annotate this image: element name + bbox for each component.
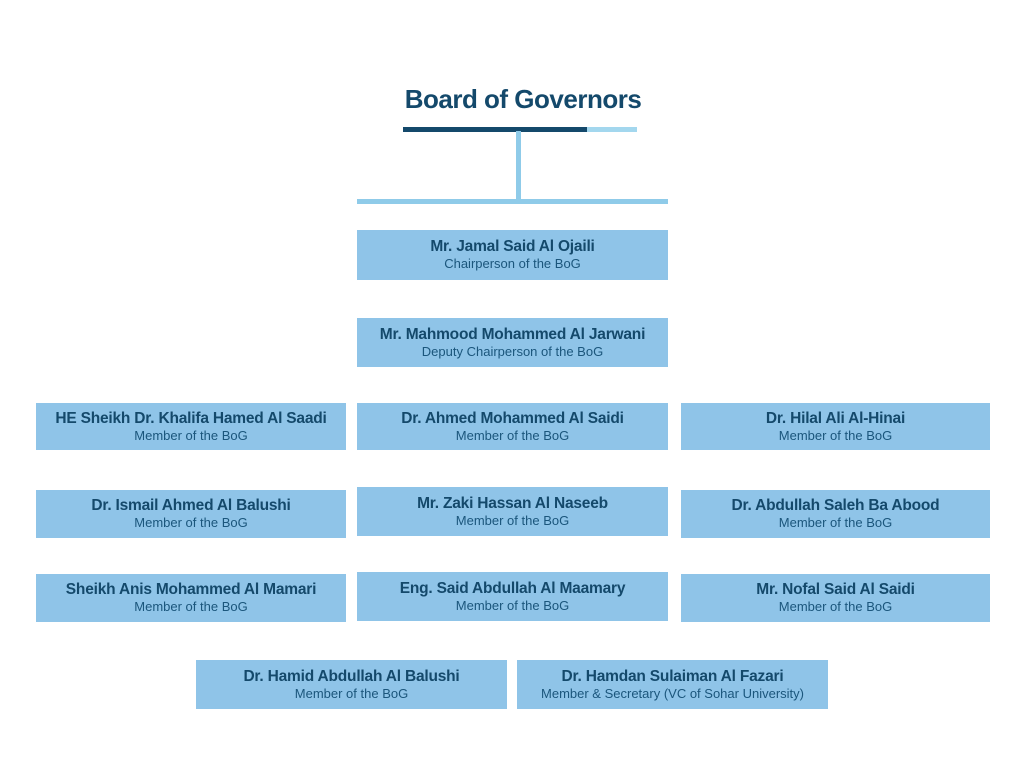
member-name: Dr. Hamdan Sulaiman Al Fazari: [561, 667, 784, 685]
member-name: Sheikh Anis Mohammed Al Mamari: [65, 581, 317, 599]
member-name: Dr. Ismail Ahmed Al Balushi: [91, 497, 291, 515]
vertical-connector-line: [516, 131, 521, 203]
member-name: Eng. Said Abdullah Al Maamary: [399, 579, 626, 597]
member-role: Member of the BoG: [455, 427, 570, 443]
horizontal-connector-line: [357, 199, 668, 204]
member-role: Member of the BoG: [778, 599, 893, 615]
member-name: Dr. Ahmed Mohammed Al Saidi: [401, 409, 624, 427]
member-name: Mr. Jamal Said Al Ojaili: [430, 238, 595, 256]
node-member-hamid-al-balushi: Dr. Hamid Abdullah Al Balushi Member of …: [196, 660, 507, 709]
node-member-ismail-al-balushi: Dr. Ismail Ahmed Al Balushi Member of th…: [36, 490, 346, 538]
node-member-nofal-al-saidi: Mr. Nofal Said Al Saidi Member of the Bo…: [681, 574, 990, 622]
member-role: Chairperson of the BoG: [444, 256, 581, 272]
title-underline-light: [587, 127, 637, 132]
member-role: Member of the BoG: [134, 515, 248, 531]
node-member-zaki-al-naseeb: Mr. Zaki Hassan Al Naseeb Member of the …: [357, 487, 668, 536]
member-name: Mr. Zaki Hassan Al Naseeb: [417, 494, 608, 512]
member-name: Dr. Abdullah Saleh Ba Abood: [731, 497, 940, 515]
node-member-ahmed-al-saidi: Dr. Ahmed Mohammed Al Saidi Member of th…: [357, 403, 668, 450]
member-name: Mr. Nofal Said Al Saidi: [756, 581, 915, 599]
title-underline-dark: [403, 127, 587, 132]
member-name: HE Sheikh Dr. Khalifa Hamed Al Saadi: [55, 409, 327, 427]
member-name: Dr. Hamid Abdullah Al Balushi: [243, 667, 460, 685]
node-member-khalifa-al-saadi: HE Sheikh Dr. Khalifa Hamed Al Saadi Mem…: [36, 403, 346, 450]
node-member-secretary-hamdan-al-fazari: Dr. Hamdan Sulaiman Al Fazari Member & S…: [517, 660, 828, 709]
member-role: Member & Secretary (VC of Sohar Universi…: [541, 685, 804, 701]
member-role: Deputy Chairperson of the BoG: [421, 343, 604, 359]
node-member-anis-al-mamari: Sheikh Anis Mohammed Al Mamari Member of…: [36, 574, 346, 622]
node-member-abdullah-ba-abood: Dr. Abdullah Saleh Ba Abood Member of th…: [681, 490, 990, 538]
chart-title: Board of Governors: [404, 84, 642, 114]
node-member-hilal-al-hinai: Dr. Hilal Ali Al-Hinai Member of the BoG: [681, 403, 990, 450]
member-name: Dr. Hilal Ali Al-Hinai: [765, 409, 906, 427]
node-deputy-chairperson: Mr. Mahmood Mohammed Al Jarwani Deputy C…: [357, 318, 668, 367]
member-role: Member of the BoG: [294, 685, 409, 701]
member-role: Member of the BoG: [455, 597, 570, 613]
node-chairperson: Mr. Jamal Said Al Ojaili Chairperson of …: [357, 230, 668, 280]
member-role: Member of the BoG: [778, 515, 893, 531]
member-role: Member of the BoG: [134, 599, 248, 615]
member-role: Member of the BoG: [778, 427, 893, 443]
member-role: Member of the BoG: [134, 427, 248, 443]
node-member-said-al-maamary: Eng. Said Abdullah Al Maamary Member of …: [357, 572, 668, 621]
member-role: Member of the BoG: [455, 512, 570, 528]
member-name: Mr. Mahmood Mohammed Al Jarwani: [379, 325, 646, 343]
